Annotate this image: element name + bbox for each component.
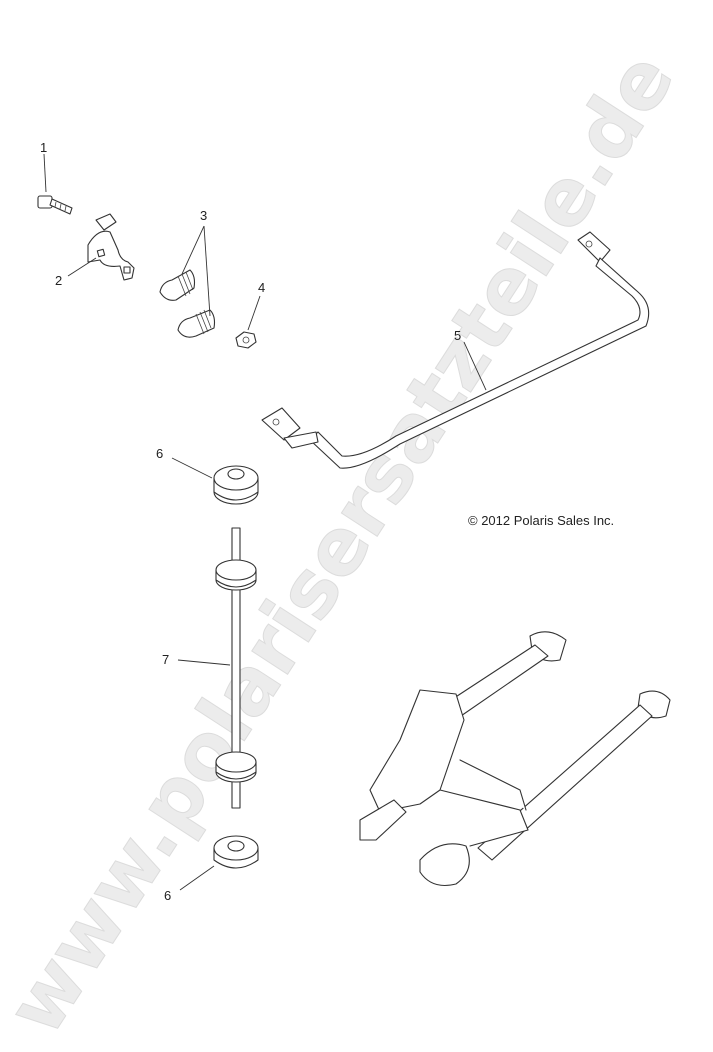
callout-5: 5: [454, 328, 461, 343]
callout-leaders: [43, 153, 487, 891]
link-rod-part-7: [215, 527, 257, 809]
bolt-part-1: [37, 195, 73, 215]
bushing-part-6-upper: [213, 465, 259, 505]
stabilizer-bar-part-5: [261, 231, 650, 469]
callout-6-upper: 6: [156, 446, 163, 461]
nut-part-4: [235, 331, 257, 349]
callout-3: 3: [200, 208, 207, 223]
callout-2: 2: [55, 273, 62, 288]
copyright-text: © 2012 Polaris Sales Inc.: [468, 513, 614, 528]
watermark-text: www.polarisersatzteile.de: [0, 37, 692, 1050]
callout-4: 4: [258, 280, 265, 295]
callout-6-lower: 6: [164, 888, 171, 903]
callout-7: 7: [162, 652, 169, 667]
callout-1: 1: [40, 140, 47, 155]
a-arm-assembly: [359, 631, 671, 887]
bushing-part-3: [159, 269, 216, 338]
bushing-part-6-lower: [213, 835, 259, 869]
clamp-part-2: [87, 213, 135, 281]
